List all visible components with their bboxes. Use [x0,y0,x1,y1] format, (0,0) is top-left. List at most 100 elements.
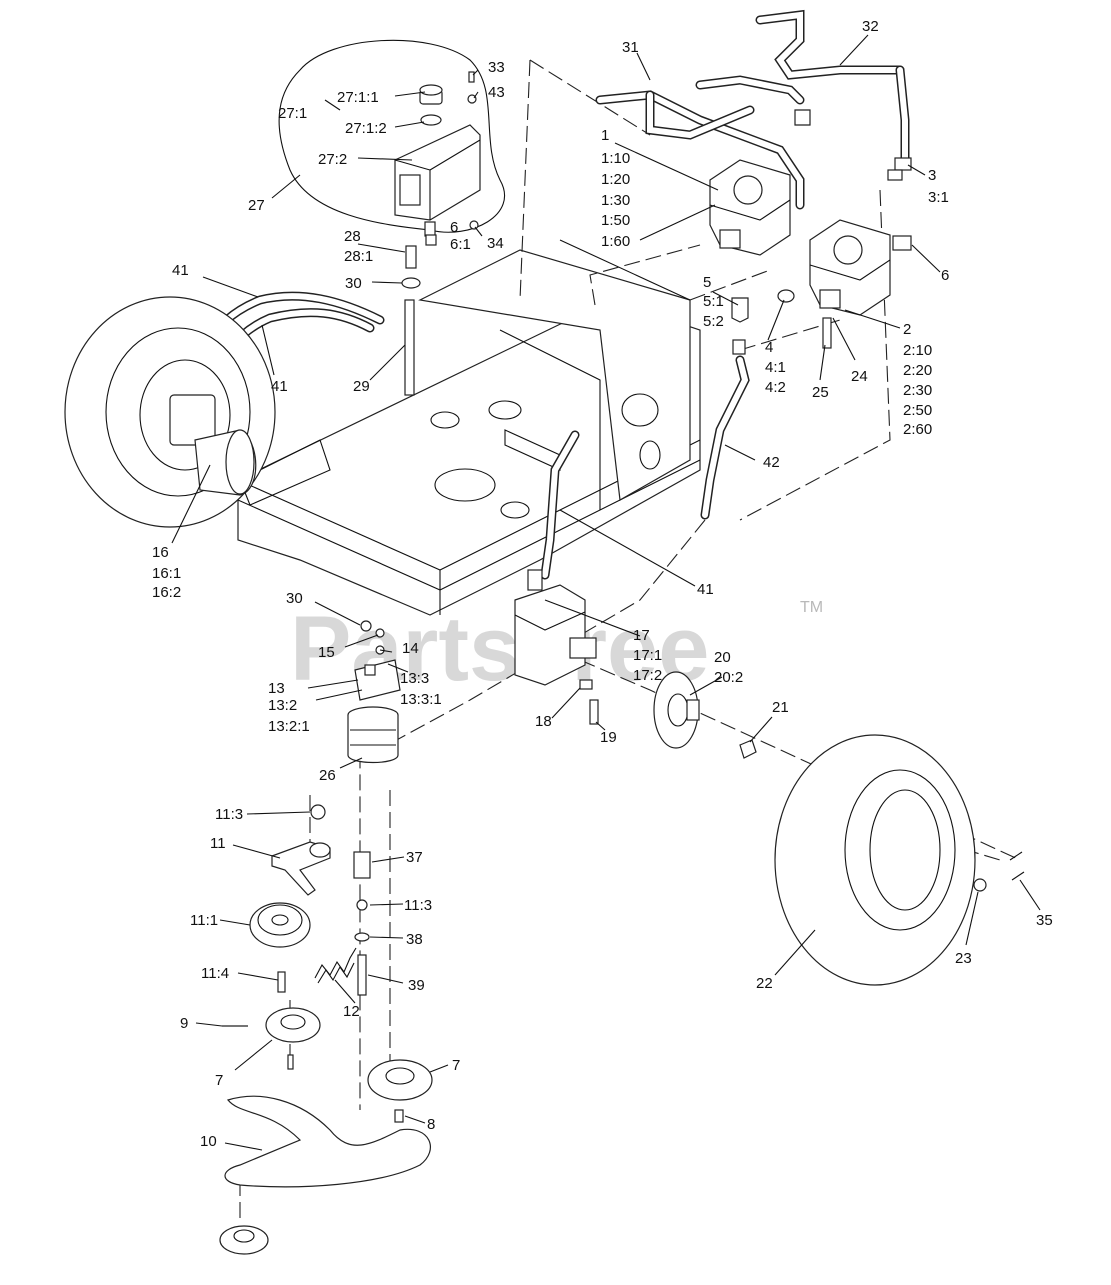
callout-13-3: 13:3 [400,670,429,687]
callout-2-30: 2:30 [903,382,932,399]
callout-19: 19 [600,729,617,746]
callout-27-2: 27:2 [318,151,347,168]
callout-27-1-1: 27:1:1 [337,89,379,106]
callout-34: 34 [487,235,504,252]
callout-1-10: 1:10 [601,150,630,167]
callout-2: 2 [903,321,911,338]
callout-1-60: 1:60 [601,233,630,250]
callout-42: 42 [763,454,780,471]
callout-22: 22 [756,975,773,992]
callout-1-30: 1:30 [601,192,630,209]
callout-15: 15 [318,644,335,661]
callout-14: 14 [402,640,419,657]
callout-4-2: 4:2 [765,379,786,396]
callout-7a: 7 [215,1072,223,1089]
leader-lines [171,34,1041,1151]
callout-43: 43 [488,84,505,101]
left-wheel-assembly [64,296,276,528]
callout-4-1: 4:1 [765,359,786,376]
standpipe [404,299,415,396]
callout-37: 37 [406,849,423,866]
small-hardware [401,71,479,289]
callout-4: 4 [765,339,773,356]
callout-41c: 41 [697,581,714,598]
hydraulic-pump-1 [709,159,791,256]
pulleys [222,1007,433,1123]
callout-11-4: 11:4 [201,965,229,982]
idler-arm [271,804,331,896]
callout-29: 29 [353,378,370,395]
callout-6b: 6 [941,267,949,284]
hydraulic-pump-2 [809,219,891,316]
callout-1-20: 1:20 [601,171,630,188]
chassis-frame [237,239,701,616]
callout-11-3b: 11:3 [404,897,432,914]
wheel-hub [579,671,757,759]
engine-pulley [219,1225,269,1255]
callout-13-2-1: 13:2:1 [268,718,310,735]
drive-belt [224,1095,431,1188]
callout-16: 16 [152,544,169,561]
filter-assembly [347,620,401,764]
callout-27-1-2: 27:1:2 [345,120,387,137]
callout-11: 11 [210,835,226,852]
callout-21: 21 [772,699,789,716]
callout-13-3-1: 13:3:1 [400,691,442,708]
callout-2-10: 2:10 [903,342,932,359]
callout-20: 20 [714,649,731,666]
callout-17: 17 [633,627,650,644]
callout-28: 28 [344,228,361,245]
valve-stem [1009,851,1025,881]
callout-27: 27 [248,197,265,214]
callout-20-2: 20:2 [714,669,743,686]
callout-3-1: 3:1 [928,189,949,206]
callout-11-1: 11:1 [190,912,218,929]
callout-7b: 7 [452,1057,460,1074]
callout-5-1: 5:1 [703,293,724,310]
callout-30b: 30 [286,590,303,607]
callout-39: 39 [408,977,425,994]
callout-28-1: 28:1 [344,248,373,265]
callout-17-1: 17:1 [633,647,662,664]
callout-17-2: 17:2 [633,667,662,684]
callout-24: 24 [851,368,868,385]
callout-13: 13 [268,680,285,697]
reservoir-tank [278,39,506,237]
callout-5: 5 [703,274,711,291]
callouts: 33 43 27:1:1 27:1 27:1:2 27:2 27 6 6:1 3… [152,18,1053,1150]
callout-26: 26 [319,767,336,784]
callout-25: 25 [812,384,829,401]
callout-2-60: 2:60 [903,421,932,438]
callout-1: 1 [601,127,609,144]
watermark-trademark: TM [800,599,823,616]
callout-13-2: 13:2 [268,697,297,714]
callout-27-1: 27:1 [278,105,307,122]
callout-9: 9 [180,1015,188,1032]
callout-8: 8 [427,1116,435,1133]
callout-6a: 6 [450,219,458,236]
callout-6-1: 6:1 [450,236,471,253]
callout-41b: 41 [271,378,288,395]
spacers [277,851,371,996]
callout-32: 32 [862,18,879,35]
callout-18: 18 [535,713,552,730]
callout-10: 10 [200,1133,217,1150]
callout-5-2: 5:2 [703,313,724,330]
callout-38: 38 [406,931,423,948]
callout-2-50: 2:50 [903,402,932,419]
callout-31: 31 [622,39,639,56]
callout-30a: 30 [345,275,362,292]
spring [314,947,357,984]
callout-35: 35 [1036,912,1053,929]
callout-16-2: 16:2 [152,584,181,601]
right-motor [514,569,597,686]
right-wheel [774,734,987,986]
callout-23: 23 [955,950,972,967]
callout-11-3a: 11:3 [215,806,243,823]
callout-33: 33 [488,59,505,76]
callout-16-1: 16:1 [152,565,181,582]
callout-41a: 41 [172,262,189,279]
idler-pulley [249,902,311,948]
